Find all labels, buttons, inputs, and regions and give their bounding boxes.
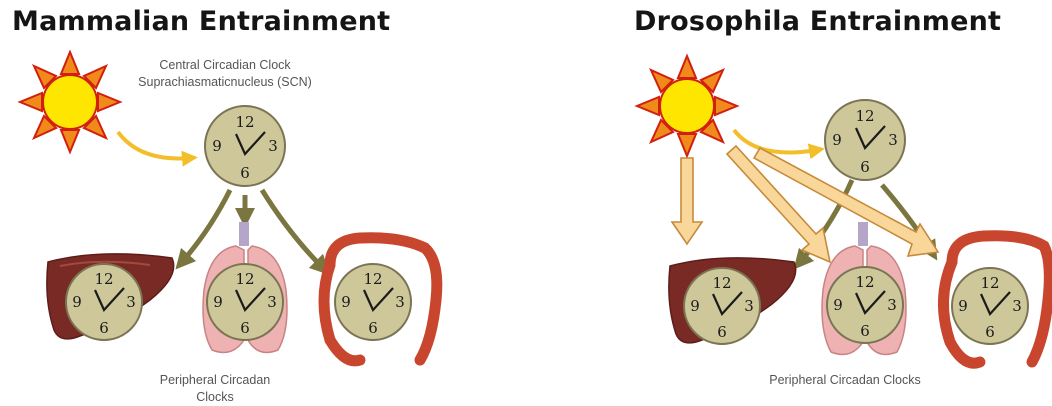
svg-text:3: 3 — [887, 296, 897, 314]
svg-text:3: 3 — [744, 297, 754, 315]
central-clock: 12 3 6 9 — [825, 100, 905, 180]
lungs-clock: 12 3 6 9 — [827, 267, 903, 343]
mammalian-diagram: 12 3 6 9 12 3 6 9 12 3 6 9 12 3 — [0, 0, 520, 391]
svg-text:6: 6 — [368, 319, 378, 337]
light-arrow — [734, 130, 817, 153]
intestine-clock: 12 3 6 9 — [952, 268, 1028, 344]
svg-text:12: 12 — [363, 270, 382, 288]
svg-text:6: 6 — [985, 323, 995, 341]
svg-text:9: 9 — [72, 293, 82, 311]
svg-text:6: 6 — [860, 322, 870, 340]
svg-text:12: 12 — [980, 274, 999, 292]
light-arrow — [118, 132, 190, 158]
svg-text:9: 9 — [833, 296, 843, 314]
central-clock: 12 3 6 9 — [205, 106, 285, 186]
svg-text:12: 12 — [712, 274, 731, 292]
clock-num-12: 12 — [235, 113, 254, 131]
svg-text:6: 6 — [717, 323, 727, 341]
svg-text:6: 6 — [99, 319, 109, 337]
svg-text:3: 3 — [267, 293, 277, 311]
intestine-clock: 12 3 6 9 — [335, 264, 411, 340]
svg-text:12: 12 — [235, 270, 254, 288]
clock-num-9: 9 — [212, 137, 222, 155]
svg-text:3: 3 — [1012, 297, 1022, 315]
svg-text:12: 12 — [855, 273, 874, 291]
svg-text:9: 9 — [341, 293, 351, 311]
clock-num-3: 3 — [268, 137, 278, 155]
svg-text:3: 3 — [888, 131, 898, 149]
sun-icon — [20, 52, 120, 152]
drosophila-diagram: 12 3 6 9 12 3 6 9 12 3 6 9 12 3 6 — [532, 0, 1052, 391]
svg-text:9: 9 — [832, 131, 842, 149]
svg-text:9: 9 — [213, 293, 223, 311]
svg-text:9: 9 — [690, 297, 700, 315]
sun-icon — [637, 56, 737, 156]
svg-text:9: 9 — [958, 297, 968, 315]
lungs-clock: 12 3 6 9 — [207, 264, 283, 340]
clock-num-6: 6 — [240, 164, 250, 182]
svg-text:3: 3 — [395, 293, 405, 311]
svg-text:12: 12 — [855, 107, 874, 125]
liver-clock: 12 3 6 9 — [66, 264, 142, 340]
svg-text:6: 6 — [240, 319, 250, 337]
liver-clock: 12 3 6 9 — [684, 268, 760, 344]
svg-text:12: 12 — [94, 270, 113, 288]
direct-arrow-liver — [672, 158, 702, 244]
svg-text:6: 6 — [860, 158, 870, 176]
svg-text:3: 3 — [126, 293, 136, 311]
